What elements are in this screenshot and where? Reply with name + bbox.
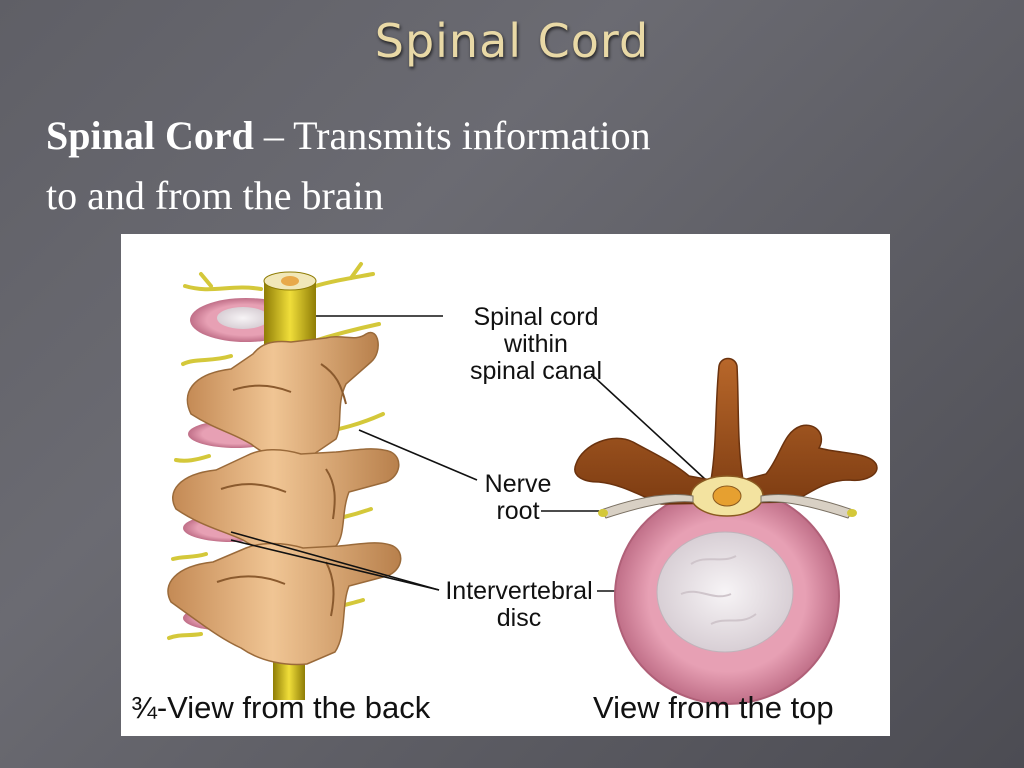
label-spinal-cord-line2: within xyxy=(504,330,568,358)
bullet-text: Spinal Cord – Transmits information to a… xyxy=(46,106,806,226)
dash: – xyxy=(253,113,294,158)
label-spinal-cord-line3: spinal canal xyxy=(469,357,603,385)
top-view-vertebra xyxy=(574,357,878,705)
label-intervertebral-disc: Intervertebral disc xyxy=(431,578,607,632)
label-disc-line1: Intervertebral xyxy=(445,577,593,605)
diagram-illustration xyxy=(167,262,878,705)
label-spinal-cord-line1: Spinal cord xyxy=(473,303,599,331)
caption-top-view: View from the top xyxy=(593,690,834,725)
definition-line2: to and from the brain xyxy=(46,173,384,218)
leader-lines xyxy=(230,315,720,592)
label-nerve-root-line2: root xyxy=(496,497,540,525)
spinal-cord-diagram: Spinal cord within spinal canal Nerve ro… xyxy=(121,234,890,736)
back-view-spine xyxy=(167,262,402,700)
term-spinal-cord: Spinal Cord xyxy=(46,113,254,158)
definition-line1: Transmits information xyxy=(293,113,651,158)
slide-title: Spinal Cord xyxy=(374,14,650,68)
label-nerve-root-line1: Nerve xyxy=(484,470,552,498)
label-disc-line2: disc xyxy=(496,604,542,632)
label-spinal-cord: Spinal cord within spinal canal xyxy=(446,304,626,385)
caption-back-view: ¾-View from the back xyxy=(131,690,431,725)
label-nerve-root: Nerve root xyxy=(473,471,563,525)
